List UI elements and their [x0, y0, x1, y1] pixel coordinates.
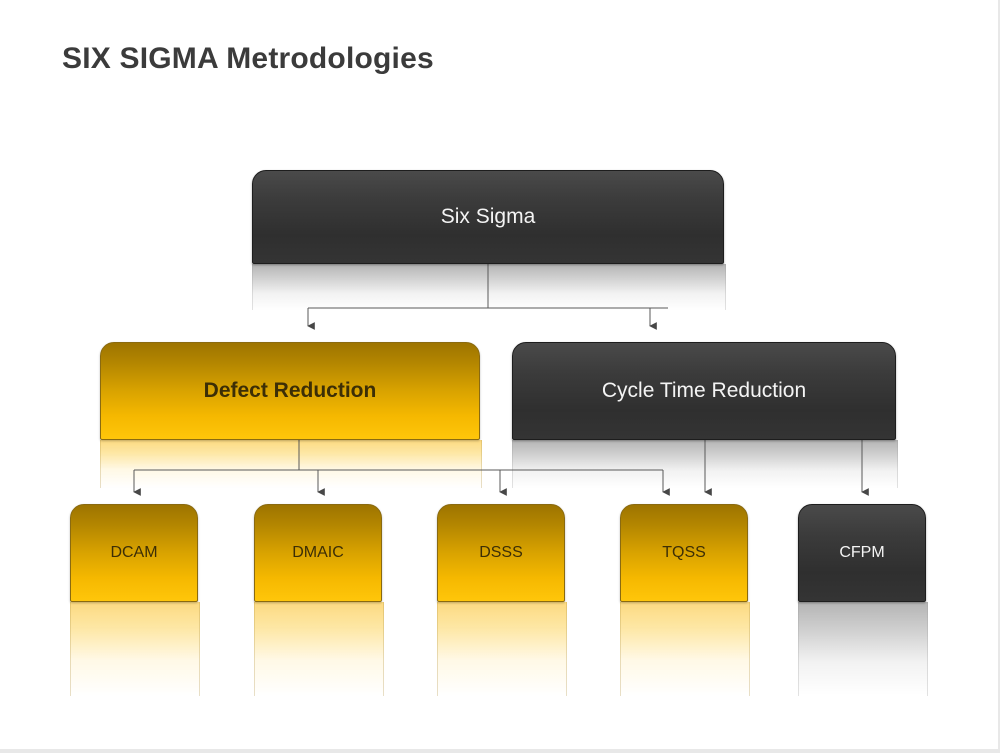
- node-six-sigma-label: Six Sigma: [440, 204, 536, 228]
- page-title: SIX SIGMA Metrodologies: [62, 42, 434, 75]
- node-dmaic-label: DMAIC: [292, 543, 344, 561]
- node-defect-reduction[interactable]: Defect Reduction: [100, 342, 480, 440]
- node-dcam-label: DCAM: [110, 543, 158, 561]
- node-cfpm[interactable]: CFPM: [798, 504, 926, 602]
- node-dmaic[interactable]: DMAIC: [254, 504, 382, 602]
- node-defect-reduction-label: Defect Reduction: [203, 378, 377, 402]
- node-six-sigma[interactable]: Six Sigma: [252, 170, 724, 264]
- node-cycle-time-reduction[interactable]: Cycle Time Reduction: [512, 342, 896, 440]
- node-dcam[interactable]: DCAM: [70, 504, 198, 602]
- node-cycle-time-reduction-label: Cycle Time Reduction: [601, 378, 807, 402]
- node-dsss-label: DSSS: [479, 543, 523, 561]
- node-dsss[interactable]: DSSS: [437, 504, 565, 602]
- node-tqss[interactable]: TQSS: [620, 504, 748, 602]
- node-tqss-label: TQSS: [662, 543, 706, 561]
- node-cfpm-label: CFPM: [839, 543, 885, 561]
